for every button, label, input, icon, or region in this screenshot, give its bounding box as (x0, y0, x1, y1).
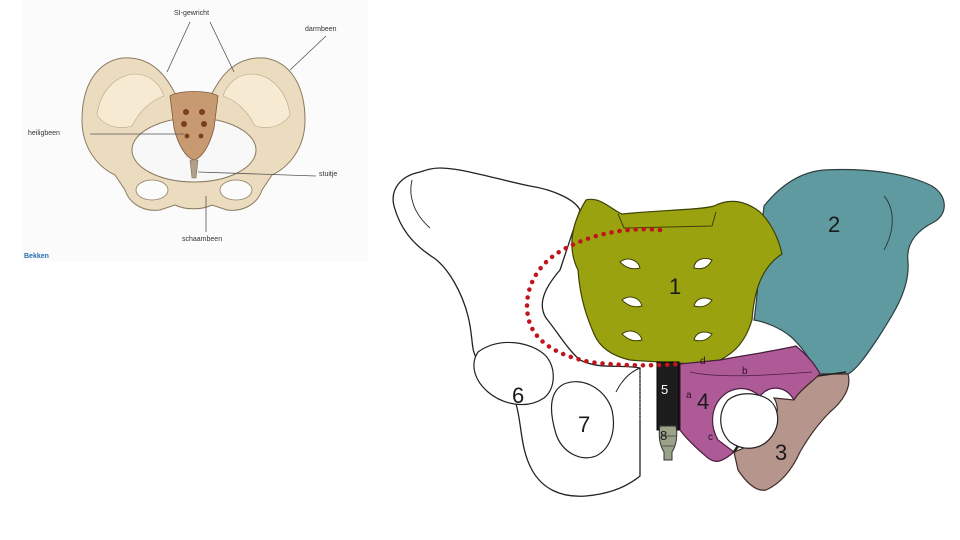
region-number-2: 2 (828, 212, 840, 237)
label-ilium: darmbeen (305, 26, 337, 33)
region-number-4: 4 (697, 389, 709, 414)
letter-a: a (686, 390, 692, 401)
region-number-7: 7 (578, 412, 590, 437)
label-pubis: schaambeen (182, 236, 223, 243)
region-number-1: 1 (669, 274, 681, 299)
letter-b: b (742, 366, 748, 377)
region-3-ischium (733, 373, 850, 491)
region-1-sacrum (571, 198, 783, 365)
region-number-5: 5 (661, 382, 668, 397)
letter-d: d (700, 356, 706, 367)
right-obturator-foramen (720, 393, 779, 449)
region-7-obturator (551, 381, 615, 459)
dotted-linea-terminalis (524, 227, 683, 368)
region-number-3: 3 (775, 440, 787, 465)
label-si-joint: SI-gewricht (174, 10, 210, 17)
label-sacrum: heiligbeen (28, 130, 60, 137)
region-2-ilium (753, 168, 945, 375)
letter-c: c (708, 432, 713, 443)
reference-pelvis-panel: SI-gewricht darmbeen heiligbeen stuitje … (22, 0, 368, 262)
region-number-6: 6 (512, 383, 524, 408)
reference-pelvis-illustration (81, 21, 327, 232)
region-number-8: 8 (660, 428, 667, 443)
region-6-acetabulum (473, 341, 554, 406)
reference-caption: Bekken (24, 253, 49, 260)
region-8-coccyx (658, 425, 678, 461)
label-coccyx: stuitje (319, 171, 338, 178)
